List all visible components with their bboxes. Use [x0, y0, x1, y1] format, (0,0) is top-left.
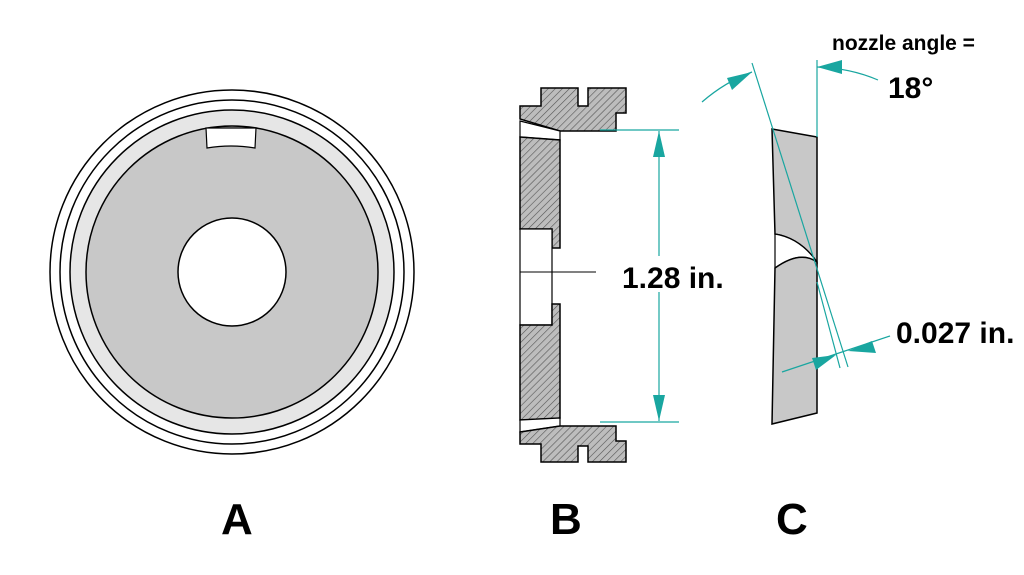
bore-gap — [519, 228, 553, 326]
angle-caption: nozzle angle = — [832, 32, 975, 55]
center-bore — [177, 217, 287, 327]
angle-value: 18° — [888, 72, 933, 105]
gap-arrow-right — [848, 341, 876, 353]
angle-arrow-right — [817, 60, 842, 74]
view-label-a: A — [221, 495, 253, 544]
gap-arrow-left — [812, 355, 836, 370]
view-a-front-view — [49, 89, 415, 455]
angle-arrow-left — [727, 72, 752, 90]
view-label-c: C — [776, 495, 808, 544]
lower-vane — [771, 256, 818, 425]
nozzle-axis-line — [751, 62, 849, 368]
bottom-flange-section — [519, 425, 627, 463]
top-flange-section — [519, 87, 627, 132]
dim-label-backing — [621, 256, 729, 292]
view-label-b: B — [550, 495, 582, 544]
nozzle-axis-line-2 — [816, 281, 841, 369]
dim-arrow-bottom — [653, 395, 665, 421]
view-c-nozzle-detail: nozzle angle = 18° 0.027 in. — [701, 32, 1014, 425]
gap-label: 0.027 in. — [896, 317, 1014, 350]
view-b-cross-section: 1.28 in. — [519, 87, 729, 463]
diameter-label: 1.28 in. — [622, 262, 724, 295]
dim-arrow-top — [653, 131, 665, 157]
nozzle-slot — [205, 127, 257, 149]
